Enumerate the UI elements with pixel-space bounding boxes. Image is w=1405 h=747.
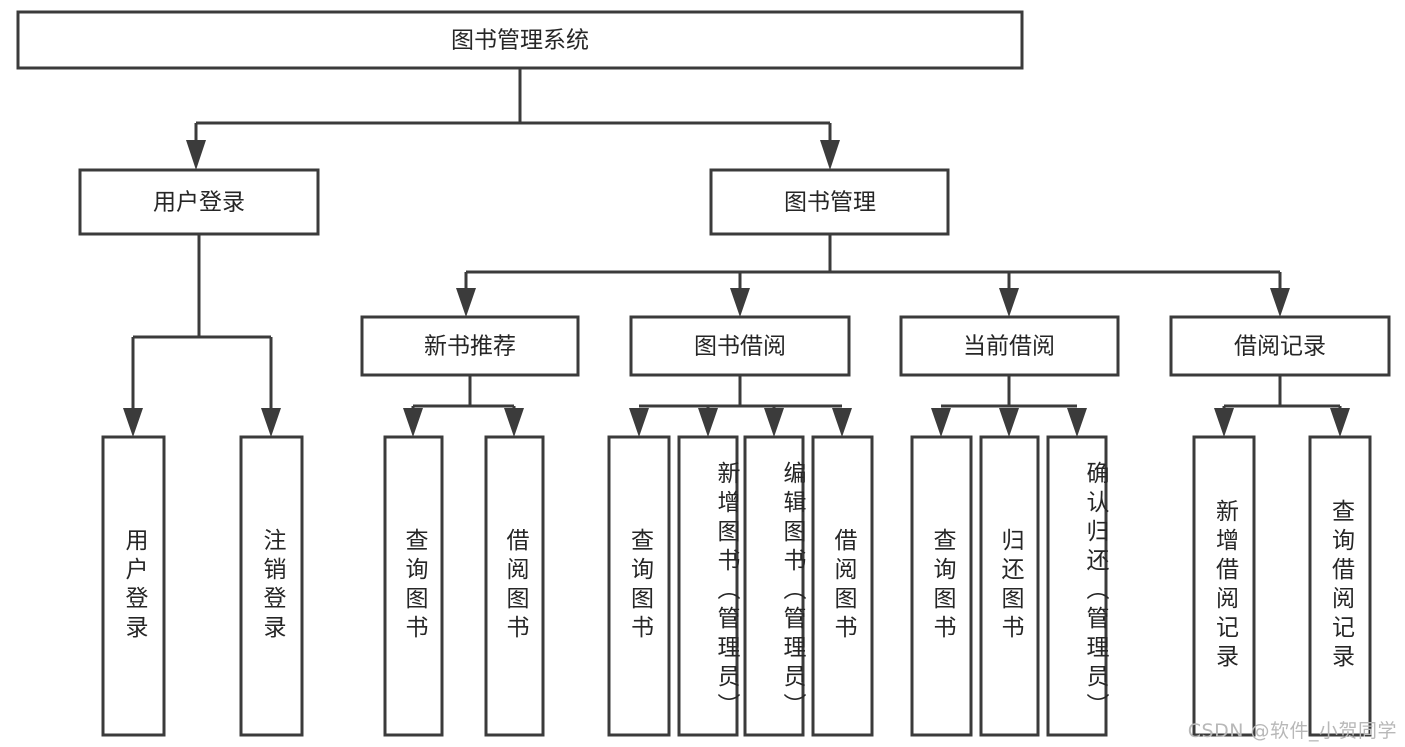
leaf-borrow-book-1-box[interactable] — [484, 435, 545, 737]
leaf-confirm-return-box[interactable] — [1046, 435, 1108, 737]
node-user-login-label: 用户登录 — [153, 190, 245, 216]
leaf-user-logout-box[interactable] — [239, 435, 304, 737]
leaf-user-login-box[interactable] — [101, 435, 166, 737]
node-root-label: 图书管理系统 — [451, 28, 589, 54]
connectors-current-borrow-to-leaves — [931, 375, 1087, 437]
arrow-head-leaf-borrow-book-2 — [832, 408, 852, 437]
arrow-head-leaf-edit-book — [764, 408, 784, 437]
node-root[interactable]: 图书管理系统 — [16, 10, 1024, 70]
arrow-head-leaf-query-record — [1330, 408, 1350, 437]
arrow-head-current-borrow — [999, 288, 1019, 317]
node-current-borrow-box[interactable] — [899, 315, 1120, 377]
arrow-head-leaf-borrow-book-1 — [504, 408, 524, 437]
connectors-root-to-level2 — [186, 68, 840, 170]
arrow-head-leaf-add-book — [698, 408, 718, 437]
connectors-book-borrow-to-leaves — [629, 375, 852, 437]
node-new-book-recommend[interactable]: 新书推荐 — [360, 315, 580, 377]
leaf-query-book-3-box[interactable] — [910, 435, 973, 737]
arrow-head-new-book-recommend — [456, 288, 476, 317]
arrow-head-leaf-query-book-1 — [403, 408, 423, 437]
arrow-head-leaf-user-logout — [261, 408, 281, 437]
arrow-head-borrow-record — [1270, 288, 1290, 317]
leaf-query-record-box[interactable] — [1308, 435, 1372, 737]
node-user-login-box[interactable] — [78, 168, 320, 236]
leaf-add-book-box[interactable] — [677, 435, 739, 737]
arrow-head-leaf-confirm-return — [1067, 408, 1087, 437]
node-root-box[interactable] — [16, 10, 1024, 70]
leaf-query-book-1-box[interactable] — [383, 435, 444, 737]
node-current-borrow[interactable]: 当前借阅 — [899, 315, 1120, 377]
node-user-login[interactable]: 用户登录 — [78, 168, 320, 236]
arrow-head-leaf-user-login — [123, 408, 143, 437]
node-borrow-record-box[interactable] — [1169, 315, 1391, 377]
node-book-borrow-label: 图书借阅 — [694, 334, 786, 360]
node-book-management[interactable]: 图书管理 — [709, 168, 950, 236]
connectors-new-book-to-leaves — [403, 375, 524, 437]
node-book-borrow-box[interactable] — [629, 315, 851, 377]
arrow-head-user-login — [186, 140, 206, 170]
arrow-head-book-management — [820, 140, 840, 170]
arrow-head-leaf-query-book-2 — [629, 408, 649, 437]
arrow-head-leaf-query-book-3 — [931, 408, 951, 437]
connectors-borrow-record-to-leaves — [1214, 375, 1350, 437]
node-new-book-recommend-box[interactable] — [360, 315, 580, 377]
node-book-borrow[interactable]: 图书借阅 — [629, 315, 851, 377]
node-book-management-box[interactable] — [709, 168, 950, 236]
leaf-boxes — [101, 435, 1372, 737]
node-book-management-label: 图书管理 — [784, 190, 876, 216]
connectors-book-management-to-level3 — [456, 234, 1290, 317]
arrow-head-leaf-return-book — [999, 408, 1019, 437]
leaf-borrow-book-2-box[interactable] — [811, 435, 874, 737]
connectors-user-login-to-leaves — [123, 234, 281, 437]
leaf-query-book-2-box[interactable] — [607, 435, 671, 737]
node-borrow-record[interactable]: 借阅记录 — [1169, 315, 1391, 377]
node-borrow-record-label: 借阅记录 — [1234, 334, 1326, 360]
leaf-add-record-box[interactable] — [1192, 435, 1256, 737]
csdn-watermark: CSDN @软件_小贺同学 — [1187, 720, 1397, 742]
node-current-borrow-label: 当前借阅 — [963, 334, 1055, 360]
leaf-return-book-box[interactable] — [979, 435, 1040, 737]
node-new-book-recommend-label: 新书推荐 — [424, 334, 516, 360]
arrow-head-book-borrow — [730, 288, 750, 317]
leaf-edit-book-box[interactable] — [743, 435, 805, 737]
arrow-head-leaf-add-record — [1214, 408, 1234, 437]
